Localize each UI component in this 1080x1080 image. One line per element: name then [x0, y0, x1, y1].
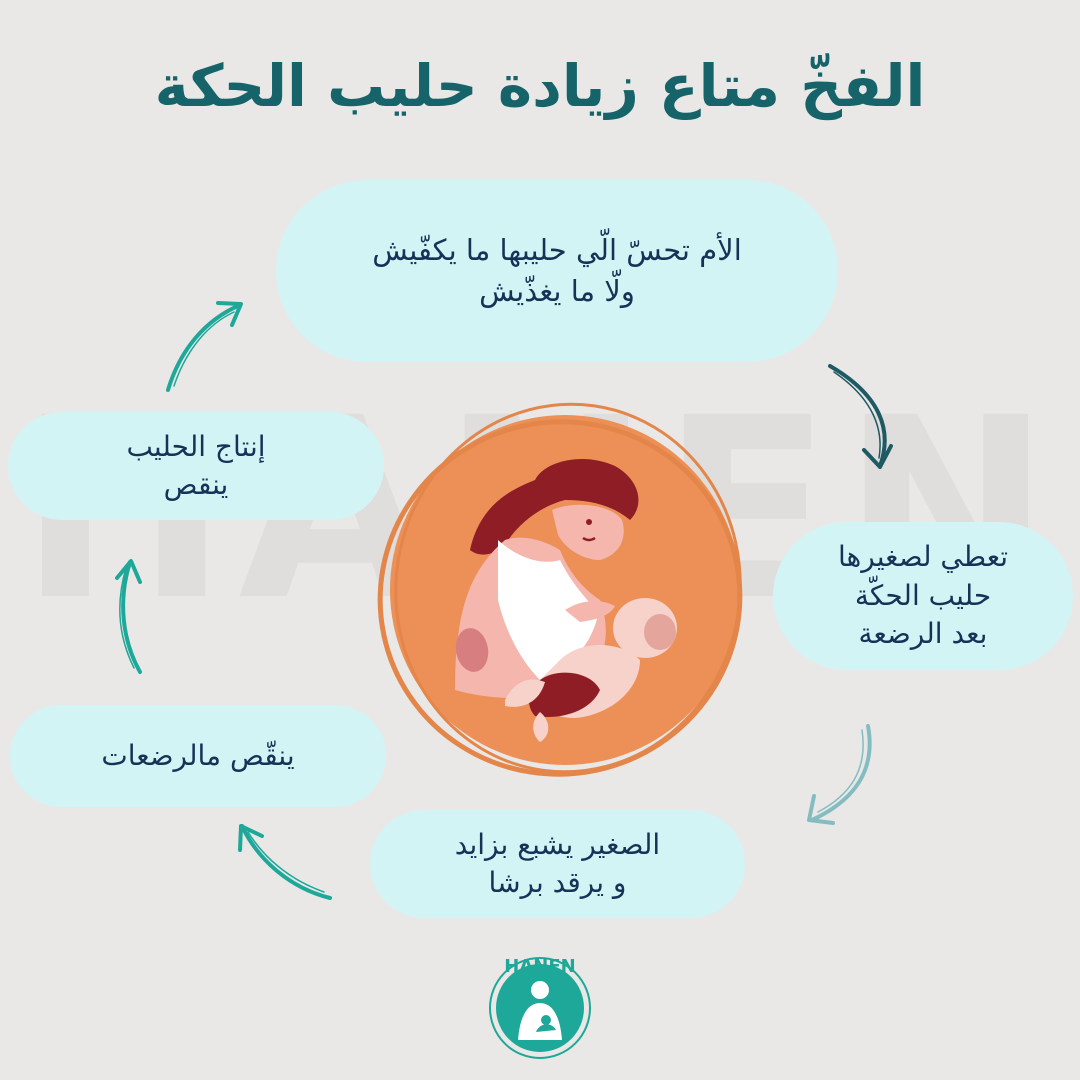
step-1-line-2: ولّا ما يغذّيش: [479, 274, 635, 308]
cycle-step-2: تعطي لصغيرها حليب الحكّة بعد الرضعة: [773, 522, 1073, 670]
page-title: الفخّ متاع زيادة حليب الحكة: [154, 52, 926, 120]
cycle-step-1: الأم تحسّ الّي حليبها ما يكفّيش ولّا ما …: [276, 180, 838, 362]
cycle-arrow-icon: [238, 824, 332, 900]
step-2-line-2: حليب الحكّة: [854, 578, 992, 612]
step-3-line-2: و يرقد برشا: [488, 866, 627, 899]
cycle-step-5: إنتاج الحليب ينقص: [8, 412, 384, 520]
cycle-arrow-icon: [115, 559, 142, 674]
step-2-line-3: بعد الرضعة: [858, 617, 988, 651]
step-5-line-2: ينقص: [163, 468, 229, 501]
breastfeeding-illustration: [377, 402, 743, 777]
step-5-line-1: إنتاج الحليب: [126, 430, 266, 464]
cycle-step-3: الصغير يشبع بزايد و يرقد برشا: [370, 810, 745, 918]
cycle-step-4: ينقّص مالرضعات: [10, 705, 386, 807]
hanen-logo: [489, 957, 591, 1059]
cycle-arrow-icon: [166, 301, 243, 392]
step-2-line-1: تعطي لصغيرها: [837, 540, 1009, 574]
step-4-line-1: ينقّص مالرضعات: [101, 739, 295, 773]
step-1-line-1: الأم تحسّ الّي حليبها ما يكفّيش: [372, 233, 742, 268]
cycle-arrow-icon: [828, 364, 893, 469]
step-3-line-1: الصغير يشبع بزايد: [454, 828, 661, 862]
cycle-arrow-icon: [807, 724, 872, 825]
